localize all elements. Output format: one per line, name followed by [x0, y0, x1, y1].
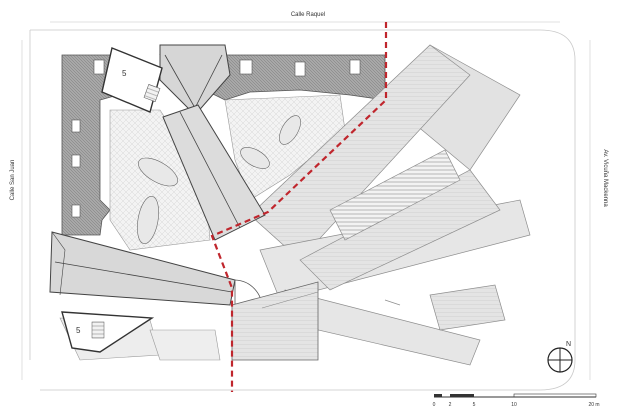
block-5-top: 5: [101, 47, 163, 113]
block-5-bottom-label: 5: [76, 326, 81, 335]
street-label-north: Calle Raquel: [291, 12, 325, 18]
scale-bar: 0 2 5 10 20 m: [433, 393, 600, 408]
street-label-west: Calle San Juan: [10, 160, 16, 201]
scale-tick-0: 0: [433, 402, 436, 408]
east-roofs: [249, 44, 531, 366]
block-5-bottom: 5: [61, 311, 155, 353]
north-letter: N: [566, 341, 571, 348]
boundary-line: [210, 22, 388, 392]
courtyard: [109, 94, 346, 251]
west-wing: [49, 231, 236, 306]
block-5-top-label: 5: [122, 69, 127, 78]
central-wing: [159, 44, 266, 241]
scale-tick-2: 2: [449, 402, 452, 408]
scale-tick-10: 10: [511, 402, 517, 408]
site-outline: [21, 21, 591, 391]
scale-tick-20: 20 m: [588, 402, 599, 408]
street-label-east: Av. Vicuña Mackenna: [602, 149, 608, 207]
north-arrow-icon: N: [547, 341, 573, 373]
south-central-wing: [231, 279, 319, 361]
scale-tick-5: 5: [473, 402, 476, 408]
